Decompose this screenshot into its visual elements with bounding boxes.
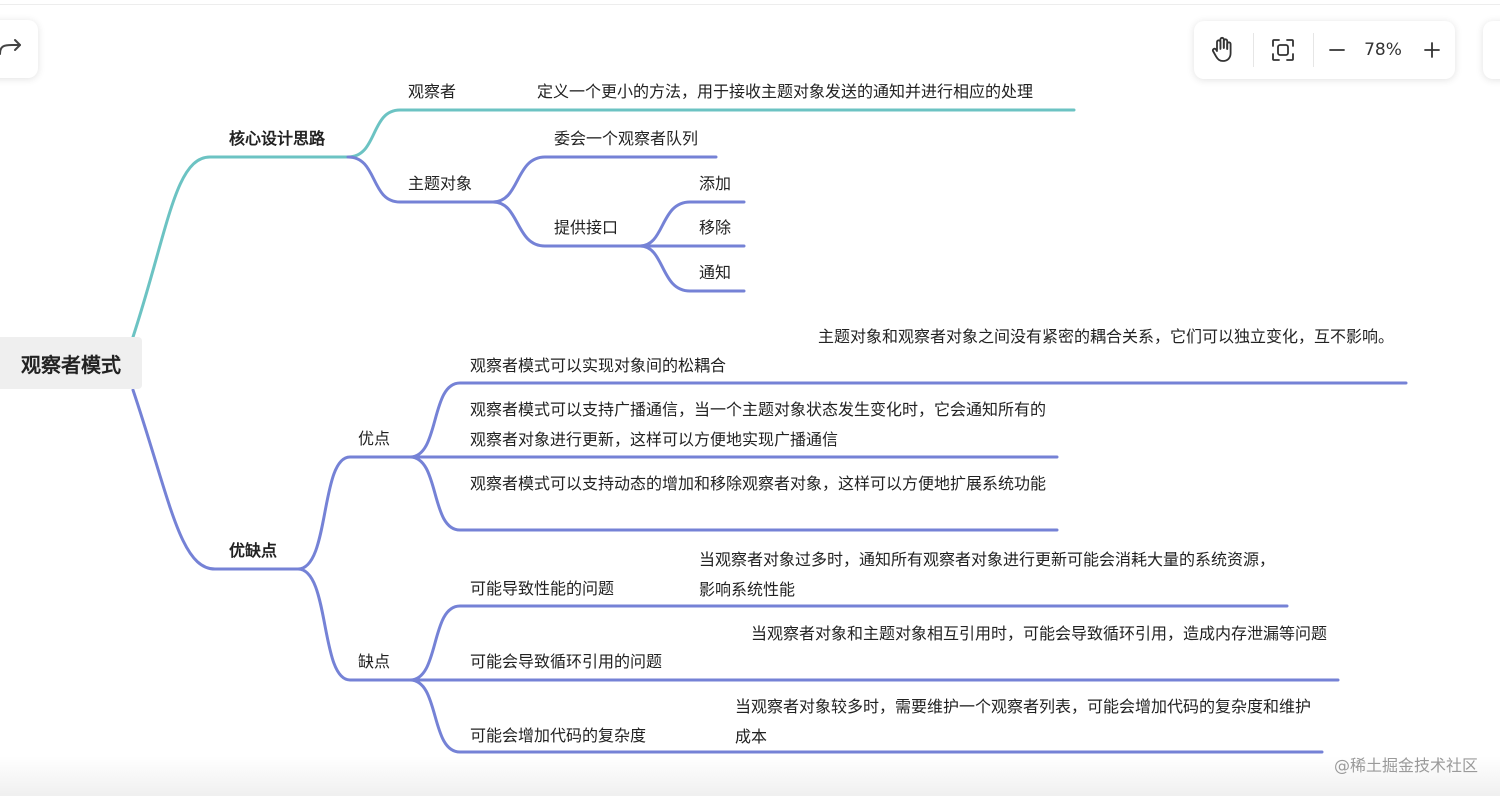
node-con-complexity-detail[interactable]: 当观察者对象较多时，需要维护一个观察者列表，可能会增加代码的复杂度和维护成本 — [735, 697, 1312, 746]
edge-proscons-pros — [296, 455, 412, 571]
node-interface-add[interactable]: 添加 — [699, 174, 732, 193]
minus-icon[interactable] — [1324, 21, 1350, 79]
redo-toolbar — [0, 20, 38, 78]
node-pro-loose-coupling-detail[interactable]: 主题对象和观察者对象之间没有紧密的耦合关系，它们可以独立变化，互不影响。 — [818, 327, 1395, 346]
edge-pros-3 — [408, 455, 1059, 532]
node-cons[interactable]: 缺点 — [358, 652, 391, 671]
node-pro-dynamic[interactable]: 观察者模式可以支持动态的增加和移除观察者对象，这样可以方便地扩展系统功能 — [470, 474, 1047, 493]
node-con-circular-ref-detail[interactable]: 当观察者对象和主题对象相互引用时，可能会导致循环引用，造成内存泄漏等问题 — [751, 624, 1328, 643]
edge-core-subject — [346, 155, 495, 204]
redo-arrow-icon[interactable] — [0, 36, 24, 62]
node-observer[interactable]: 观察者 — [408, 82, 457, 101]
node-observer-detail[interactable]: 定义一个更小的方法，用于接收主题对象发送的通知并进行相应的处理 — [537, 82, 1034, 101]
top-divider — [0, 4, 1500, 5]
node-pro-loose-coupling[interactable]: 观察者模式可以实现对象间的松耦合 — [470, 356, 727, 375]
node-interface-notify[interactable]: 通知 — [699, 263, 732, 282]
node-pro-broadcast[interactable]: 观察者模式可以支持广播通信，当一个主题对象状态发生变化时，它会通知所有的观察者对… — [470, 400, 1047, 449]
edge-interface-add — [638, 200, 746, 248]
node-provide-interface[interactable]: 提供接口 — [554, 218, 619, 237]
node-con-performance-detail[interactable]: 当观察者对象过多时，通知所有观察者对象进行更新可能会消耗大量的系统资源，影响系统… — [699, 550, 1276, 599]
edge-proscons-cons — [296, 567, 412, 682]
edge-core-observer — [346, 108, 1076, 159]
hand-icon[interactable] — [1208, 21, 1238, 79]
zoom-toolbar: 78% — [1194, 21, 1455, 79]
edge-subject-queue — [491, 155, 718, 204]
fit-view-icon[interactable] — [1268, 21, 1298, 79]
toolbar-separator — [1253, 33, 1254, 67]
watermark: @稀土掘金技术社区 — [1333, 756, 1478, 775]
edge-subject-interface — [491, 200, 642, 248]
edge-pros-1 — [408, 381, 1408, 459]
node-subject-queue[interactable]: 委会一个观察者队列 — [554, 129, 699, 148]
node-pros[interactable]: 优点 — [358, 429, 391, 448]
node-con-circular-ref[interactable]: 可能会导致循环引用的问题 — [470, 652, 663, 671]
zoom-level: 78% — [1364, 40, 1402, 60]
edge-cons-3 — [408, 678, 1324, 754]
node-con-complexity[interactable]: 可能会增加代码的复杂度 — [470, 726, 647, 745]
plus-icon[interactable] — [1419, 21, 1445, 79]
edge-cons-1 — [408, 604, 1289, 682]
node-core-design[interactable]: 核心设计思路 — [229, 129, 326, 148]
node-pros-cons[interactable]: 优缺点 — [229, 541, 278, 560]
edge-interface-notify — [638, 244, 746, 293]
root-node[interactable]: 观察者模式 — [0, 337, 142, 389]
edge-root-proscons — [131, 388, 300, 571]
node-subject[interactable]: 主题对象 — [408, 174, 473, 193]
side-toolbar[interactable] — [1483, 21, 1500, 79]
node-interface-remove[interactable]: 移除 — [699, 218, 732, 237]
bottom-fade — [0, 756, 1500, 796]
node-con-performance[interactable]: 可能导致性能的问题 — [470, 579, 615, 598]
edge-root-core — [131, 155, 350, 339]
toolbar-separator — [1313, 33, 1314, 67]
